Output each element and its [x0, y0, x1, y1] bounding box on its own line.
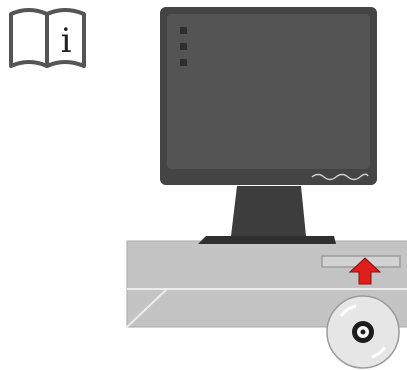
- monitor-button: [180, 27, 187, 34]
- monitor-button: [180, 43, 187, 50]
- monitor-screen: [167, 14, 370, 169]
- info-book-icon: i: [11, 10, 84, 66]
- monitor-stand: [198, 186, 336, 244]
- cd-disc-icon: [327, 296, 399, 368]
- monitor-button: [180, 59, 187, 66]
- info-symbol: i: [61, 21, 72, 61]
- monitor: [160, 7, 377, 185]
